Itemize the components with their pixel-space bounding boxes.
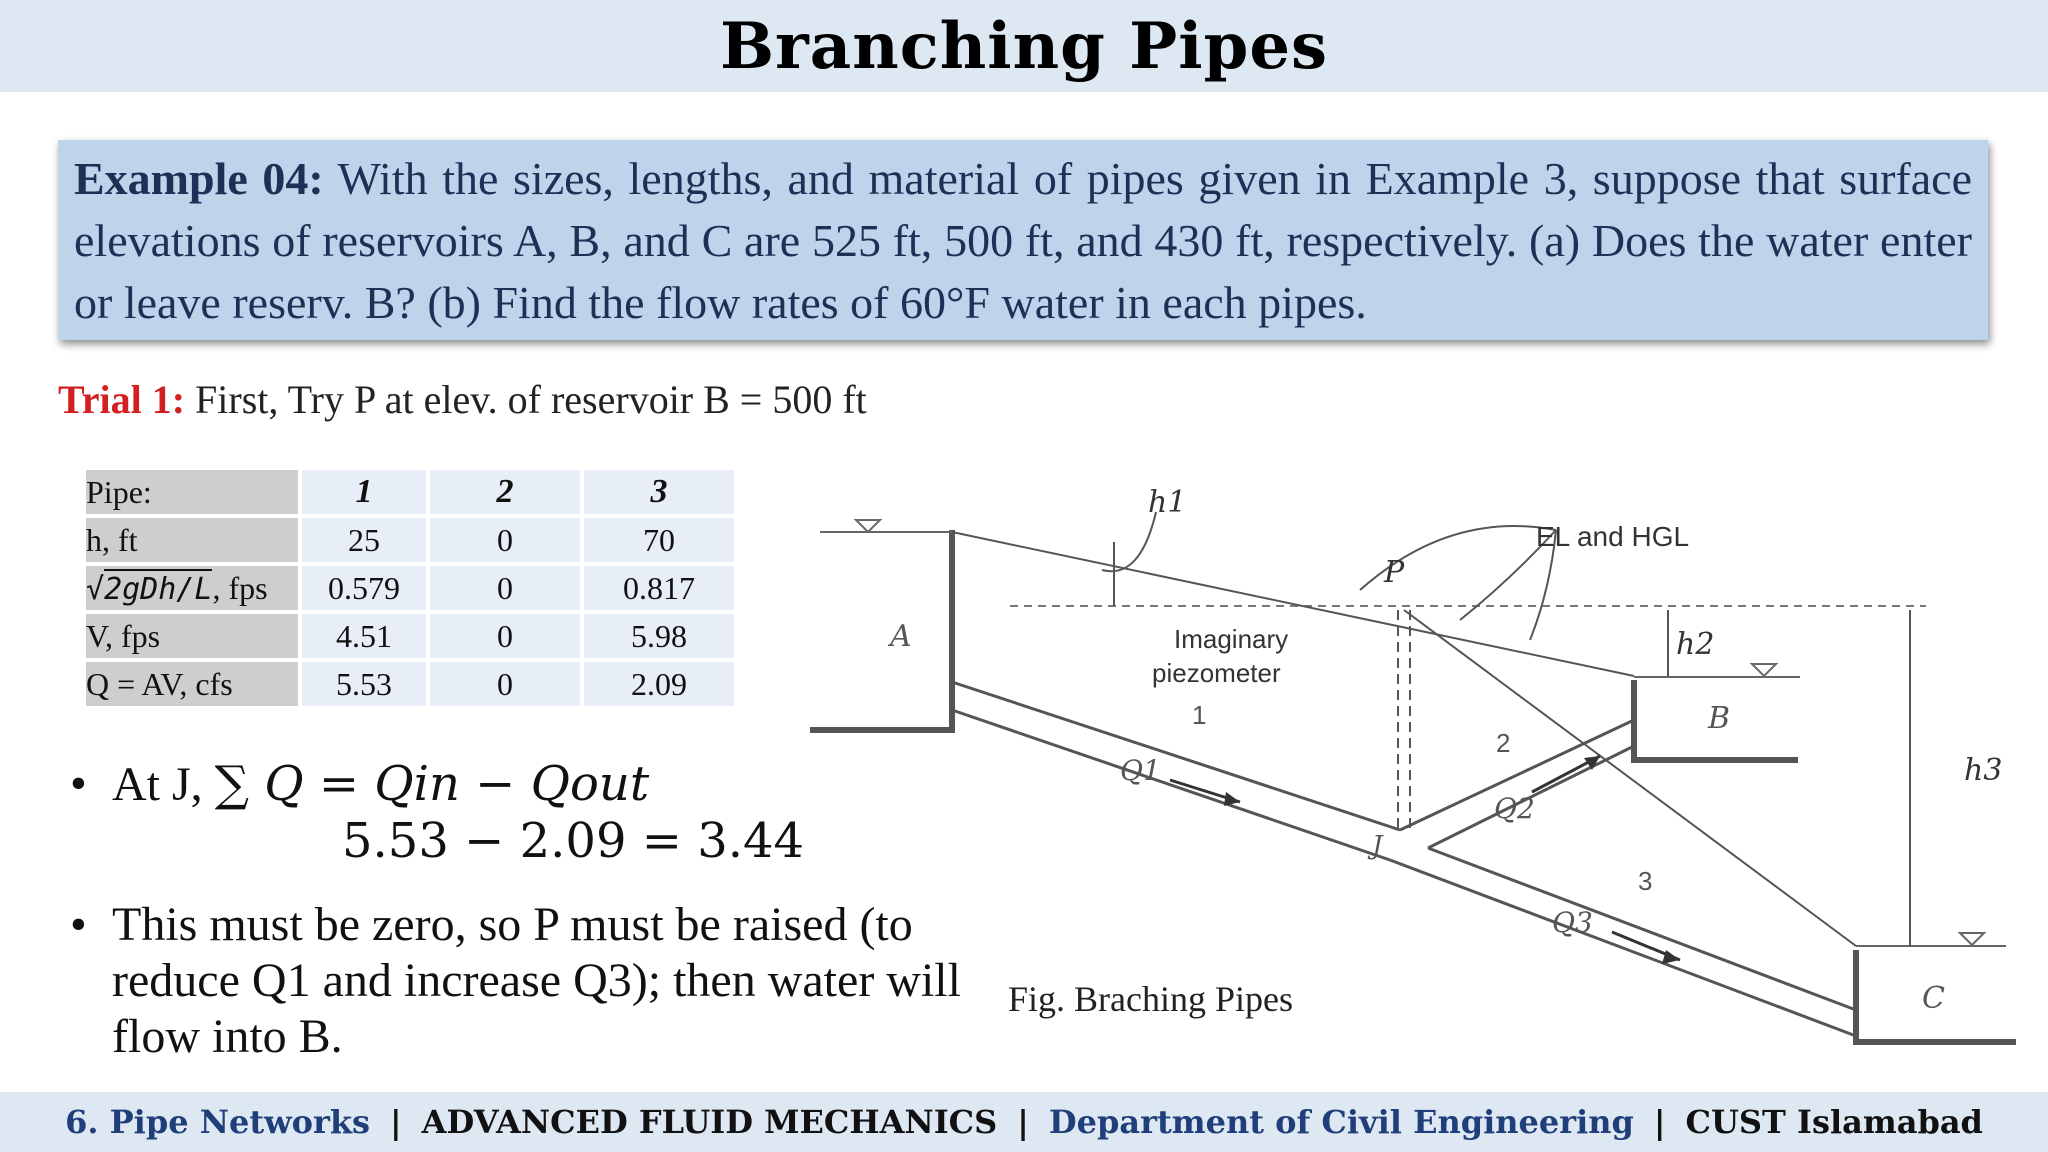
label-pipe-2: 2 — [1496, 728, 1510, 758]
trial-text: First, Try P at elev. of reservoir B = 5… — [185, 377, 867, 422]
pipe-2 — [1399, 718, 1635, 850]
table-header-cell: Pipe: — [86, 470, 298, 514]
footer-separator: | — [1653, 1103, 1666, 1141]
hgl-line-1 — [951, 531, 1635, 677]
branching-pipes-diagram: h1 h3 h2 EL and HGL P Imaginary piezomet… — [810, 485, 2016, 1045]
q1-arrowhead — [1224, 792, 1240, 806]
sqrt-expression: 2gDh/L — [104, 568, 213, 607]
pipe-1 — [951, 680, 1401, 862]
footer-chapter: 6. Pipe Networks — [65, 1103, 371, 1141]
footer-institution: CUST Islamabad — [1685, 1103, 1983, 1141]
continuity-equation: ∑ Q = Qin − Qout — [214, 756, 650, 812]
table-row-label: V, fps — [86, 614, 298, 658]
table-header-cell: 3 — [584, 470, 734, 514]
el-leader-2 — [1529, 529, 1557, 641]
label-imaginary: Imaginary — [1174, 624, 1288, 654]
pipe-3 — [1389, 846, 1857, 1038]
el-leader-3 — [1459, 529, 1557, 621]
page-title: Branching Pipes — [719, 8, 1329, 84]
label-p: P — [1383, 555, 1405, 590]
title-bar: Branching Pipes — [0, 0, 2048, 92]
table-header-row: Pipe: 1 2 3 — [86, 470, 734, 514]
table-cell: 0 — [430, 566, 580, 610]
footer: 6. Pipe Networks | ADVANCED FLUID MECHAN… — [0, 1092, 2048, 1152]
table-row: Q = AV, cfs 5.53 0 2.09 — [86, 662, 734, 706]
sqrt-symbol: √2gDh/L — [86, 568, 213, 607]
el-leader-1 — [1359, 525, 1557, 591]
label-reservoir-b: B — [1707, 701, 1730, 736]
table-row-unit: , fps — [212, 569, 268, 606]
table-row: V, fps 4.51 0 5.98 — [86, 614, 734, 658]
continuity-calc: 5.53 − 2.09 = 3.44 — [342, 813, 805, 869]
label-pipe-3: 3 — [1638, 866, 1652, 896]
footer-department: Department of Civil Engineering — [1048, 1103, 1634, 1141]
label-h2: h2 — [1676, 627, 1714, 662]
table-row-label: √2gDh/L, fps — [86, 566, 298, 610]
example-box: Example 04: With the sizes, lengths, and… — [58, 140, 1988, 340]
label-el-hgl: EL and HGL — [1536, 521, 1689, 552]
table-cell: 0.579 — [302, 566, 426, 610]
hgl-line-2 — [1403, 609, 1857, 947]
table-row-label: Q = AV, cfs — [86, 662, 298, 706]
water-level-icon — [1957, 932, 1987, 947]
table-cell: 5.53 — [302, 662, 426, 706]
label-junction: J — [1367, 831, 1384, 861]
label-q1: Q1 — [1120, 754, 1161, 787]
bullet-list: At J, ∑ Q = Qin − Qout 5.53 − 2.09 = 3.4… — [70, 756, 1012, 1065]
table-header-cell: 2 — [430, 470, 580, 514]
bullet-conclusion: This must be zero, so P must be raised (… — [70, 897, 1012, 1065]
table-cell: 0 — [430, 518, 580, 562]
table-row: √2gDh/L, fps 0.579 0 0.817 — [86, 566, 734, 610]
label-piezometer: piezometer — [1152, 658, 1281, 688]
table-cell: 4.51 — [302, 614, 426, 658]
table-header-cell: 1 — [302, 470, 426, 514]
example-text: With the sizes, lengths, and material of… — [74, 153, 1972, 328]
example-lead: Example 04: — [74, 153, 324, 204]
table-cell: 2.09 — [584, 662, 734, 706]
table-cell: 5.98 — [584, 614, 734, 658]
bullet-prefix: At J, — [112, 758, 215, 811]
footer-course: ADVANCED FLUID MECHANICS — [421, 1103, 998, 1141]
table-row-label: h, ft — [86, 518, 298, 562]
h1-leader — [1101, 511, 1157, 573]
reservoir-c-wall — [1853, 950, 2016, 1045]
bullet-junction: At J, ∑ Q = Qin − Qout 5.53 − 2.09 = 3.4… — [70, 756, 1012, 869]
trial-line: Trial 1: First, Try P at elev. of reserv… — [58, 376, 867, 423]
reservoir-a-wall — [810, 530, 955, 733]
label-reservoir-a: A — [887, 619, 912, 654]
table-cell: 25 — [302, 518, 426, 562]
footer-separator: | — [390, 1103, 402, 1141]
table-cell: 0 — [430, 614, 580, 658]
table-cell: 0.817 — [584, 566, 734, 610]
water-level-icon — [853, 519, 883, 534]
label-reservoir-c: C — [1922, 981, 1945, 1016]
water-level-icon — [1749, 663, 1779, 678]
figure-caption: Fig. Braching Pipes — [1008, 979, 1293, 1019]
q3-arrowhead — [1662, 950, 1680, 964]
results-table: Pipe: 1 2 3 h, ft 25 0 70 √2gDh/L, fps 0… — [82, 466, 738, 710]
table-cell: 70 — [584, 518, 734, 562]
footer-separator: | — [1017, 1103, 1029, 1141]
reservoir-b-wall — [1631, 680, 1798, 763]
q2-arrowhead — [1584, 756, 1600, 770]
label-h3: h3 — [1964, 753, 2002, 788]
trial-label: Trial 1: — [58, 377, 186, 422]
label-h1: h1 — [1148, 485, 1186, 520]
table-row: h, ft 25 0 70 — [86, 518, 734, 562]
table-cell: 0 — [430, 662, 580, 706]
label-q3: Q3 — [1552, 906, 1593, 939]
label-q2: Q2 — [1494, 792, 1535, 825]
label-pipe-1: 1 — [1192, 700, 1206, 730]
